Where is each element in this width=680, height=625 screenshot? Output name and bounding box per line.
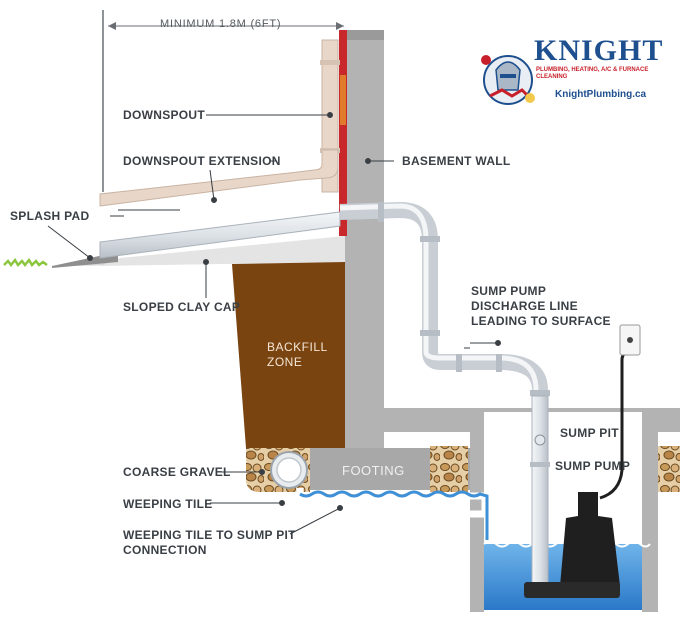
brick-veneer [339,30,347,236]
discharge-coupling-5 [496,354,502,372]
dimension-arrow-left [108,22,116,30]
sloped-clay-cap [100,236,345,266]
footing-label: FOOTING [342,463,405,478]
logo-tagline: PLUMBING, HEATING, A/C & FURNACE CLEANIN… [536,67,649,80]
backfill-zone-label-2: ZONE [267,355,303,369]
label-weeping-tile-connection-1: WEEPING TILE TO SUMP PIT [123,528,296,542]
basement-wall-shade [345,30,384,40]
knight-mascot-icon [481,55,535,105]
brick-accent [340,75,346,125]
label-discharge-line-2: DISCHARGE LINE [471,299,578,313]
gravel-under-slab [430,446,468,492]
logo-url[interactable]: KnightPlumbing.ca [555,89,647,100]
dimension-label: MINIMUM 1.8M (6FT) [160,18,282,30]
label-discharge-line-3: LEADING TO SURFACE [471,314,611,328]
gravel-right [658,446,680,492]
pump-riser-pipe [531,395,549,587]
discharge-coupling-6 [530,390,550,396]
sump-pump-base [524,582,620,598]
label-weeping-tile: WEEPING TILE [123,497,213,511]
discharge-coupling-4 [456,354,462,372]
grass [3,257,48,268]
discharge-pipe-highlight [339,203,539,420]
label-downspout-extension: DOWNSPOUT EXTENSION [123,154,281,168]
weeping-tile-connection-water [299,490,489,540]
label-sloped-clay-cap: SLOPED CLAY CAP [123,300,241,314]
downspout-strap-1 [320,60,340,65]
leader-lines [47,112,501,535]
discharge-coupling-3 [420,330,440,336]
check-valve [534,434,546,446]
outlet-socket [627,337,633,343]
label-discharge-line-1: SUMP PUMP [471,284,547,298]
weeping-tile-inner [276,457,302,483]
riser-coupling [530,462,550,467]
label-coarse-gravel: COARSE GRAVEL [123,465,231,479]
basement-wall [345,30,384,448]
label-downspout: DOWNSPOUT [123,108,206,122]
label-weeping-tile-connection-2: CONNECTION [123,543,207,557]
label-basement-wall: BASEMENT WALL [402,154,511,168]
downspout-extension [99,149,339,207]
sump-pump [560,492,620,594]
label-sump-pump: SUMP PUMP [555,459,631,473]
backfill-zone [232,262,345,448]
label-sump-pit: SUMP PIT [560,426,619,440]
label-splash-pad: SPLASH PAD [10,209,90,223]
backfill-zone-label-1: BACKFILL [267,340,328,354]
discharge-coupling-2 [420,236,440,242]
discharge-pipe-surface [99,211,341,259]
logo-name: KNIGHT [534,34,664,67]
discharge-coupling-1 [378,202,384,222]
dimension-arrow-right [336,22,344,30]
